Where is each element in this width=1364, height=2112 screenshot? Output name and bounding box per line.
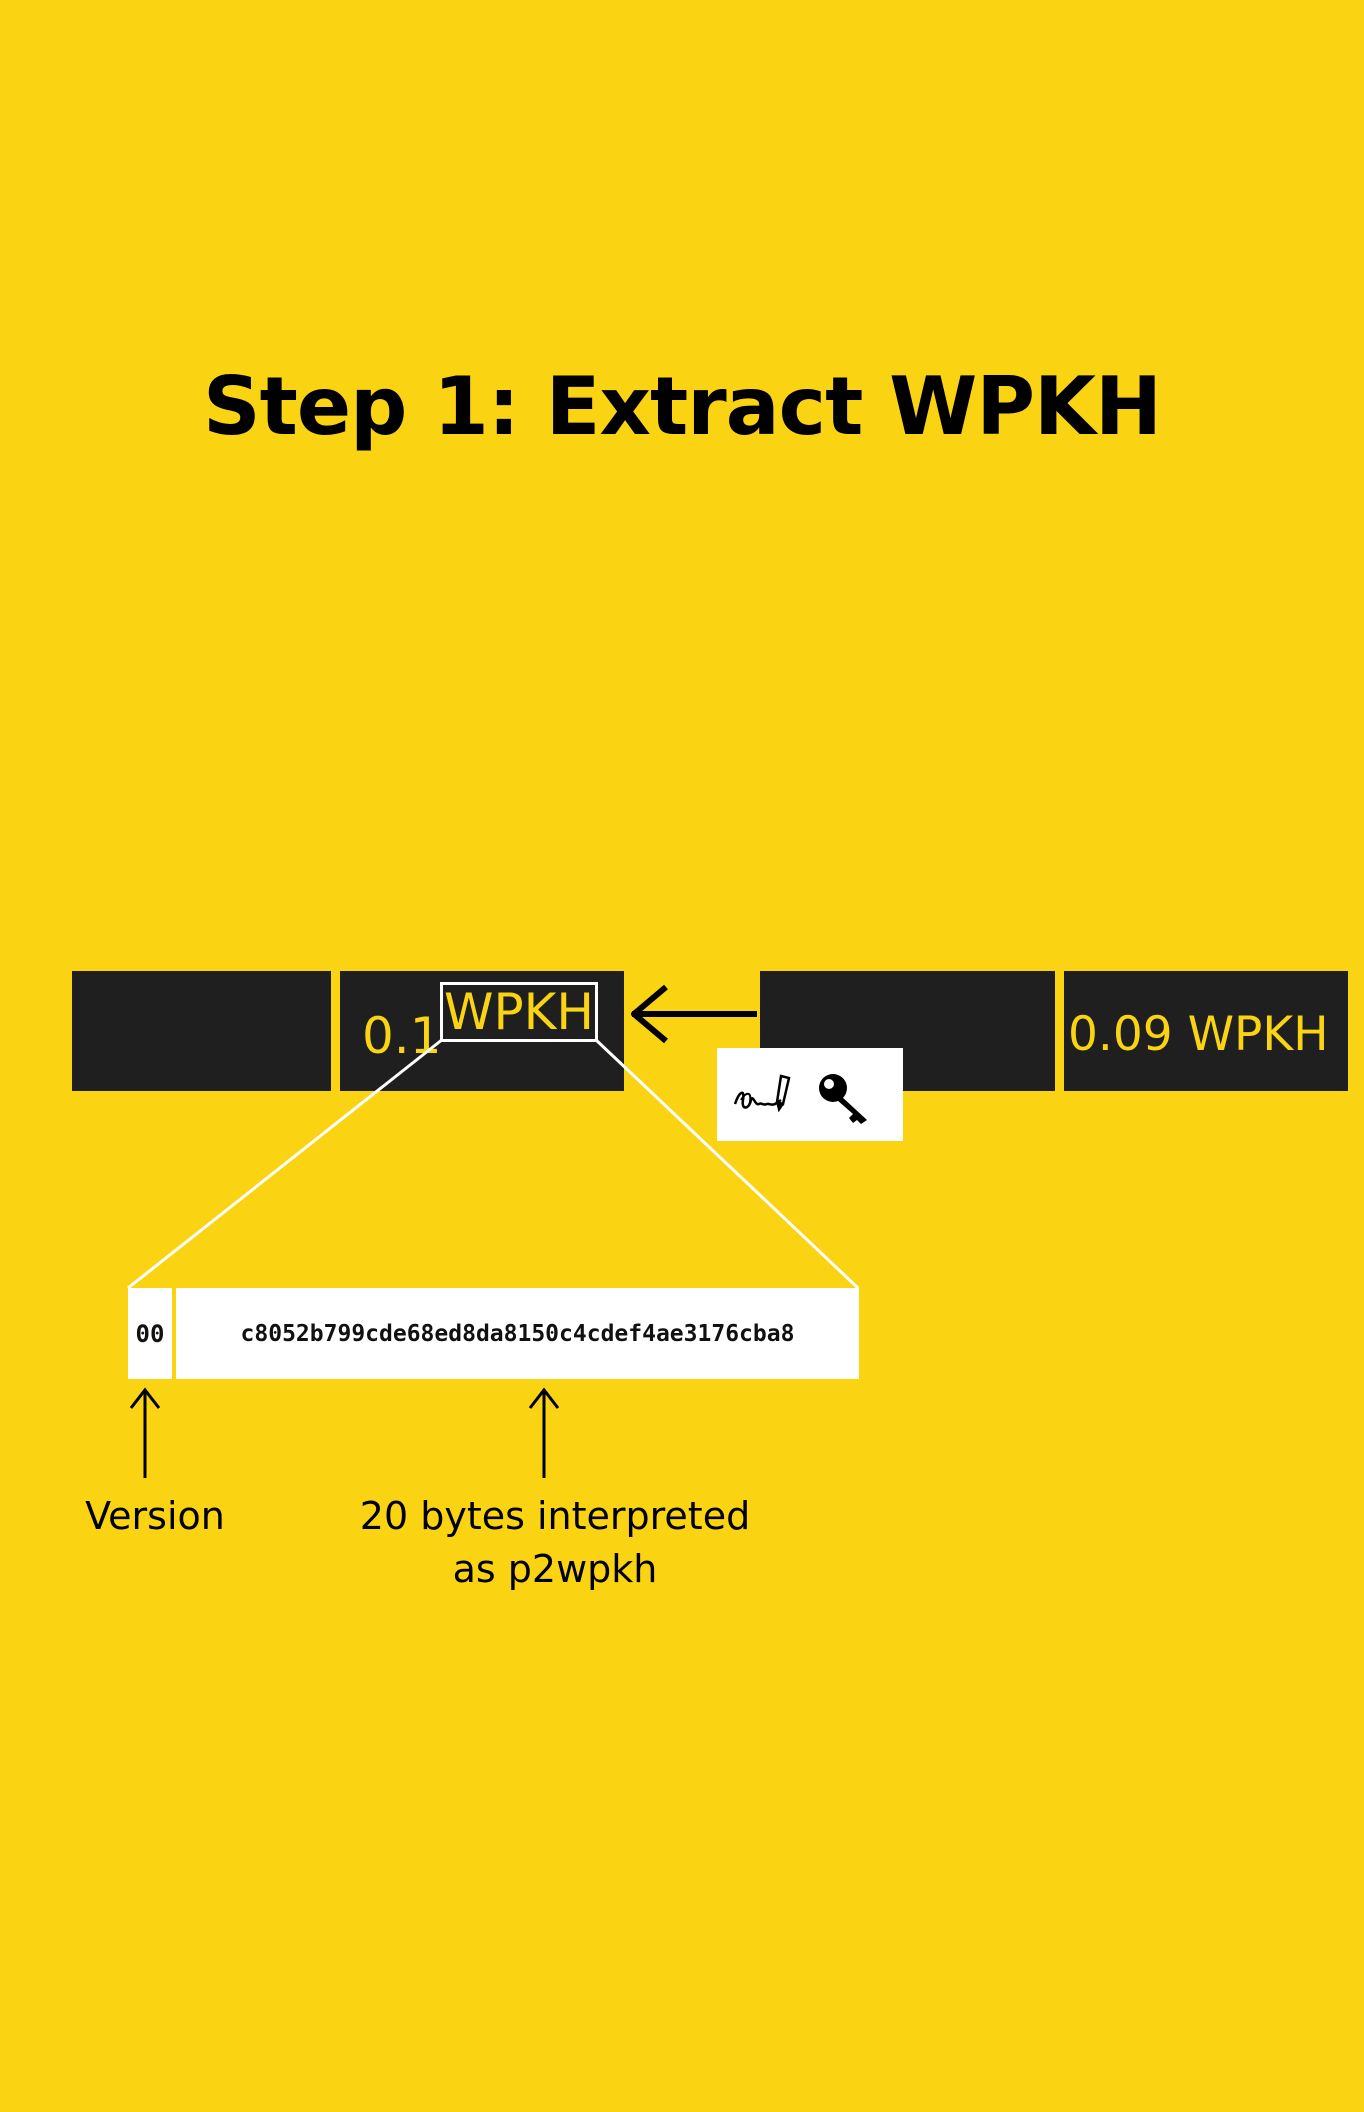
version-arrow-head <box>129 1387 161 1409</box>
tx-input-block <box>72 971 331 1091</box>
key-icon <box>819 1074 867 1124</box>
spending-output-amount: 0.09 WPKH <box>1068 1007 1329 1062</box>
output-amount: 0.1 <box>362 1007 442 1065</box>
page-title: Step 1: Extract WPKH <box>202 360 1162 453</box>
version-label: Version <box>85 1494 225 1538</box>
zoom-line-left <box>127 1037 444 1290</box>
wpkh-highlight: WPKH <box>440 982 598 1042</box>
zoom-line-right <box>593 1037 860 1290</box>
signature-icon <box>733 1074 791 1113</box>
tx-output-block: 0.1 WPKH <box>340 971 624 1091</box>
program-label-line1: 20 bytes interpreted <box>359 1494 751 1538</box>
version-byte: 00 <box>128 1288 172 1379</box>
witness-program-hex: c8052b799cde68ed8da8150c4cdef4ae3176cba8 <box>176 1288 859 1379</box>
spending-tx-output-block: 0.09 WPKH <box>1064 971 1348 1091</box>
spend-arrow-head <box>631 984 668 1044</box>
program-arrow-head <box>528 1387 560 1409</box>
program-label-line2: as p2wpkh <box>452 1547 658 1591</box>
witness-box <box>717 1048 903 1141</box>
